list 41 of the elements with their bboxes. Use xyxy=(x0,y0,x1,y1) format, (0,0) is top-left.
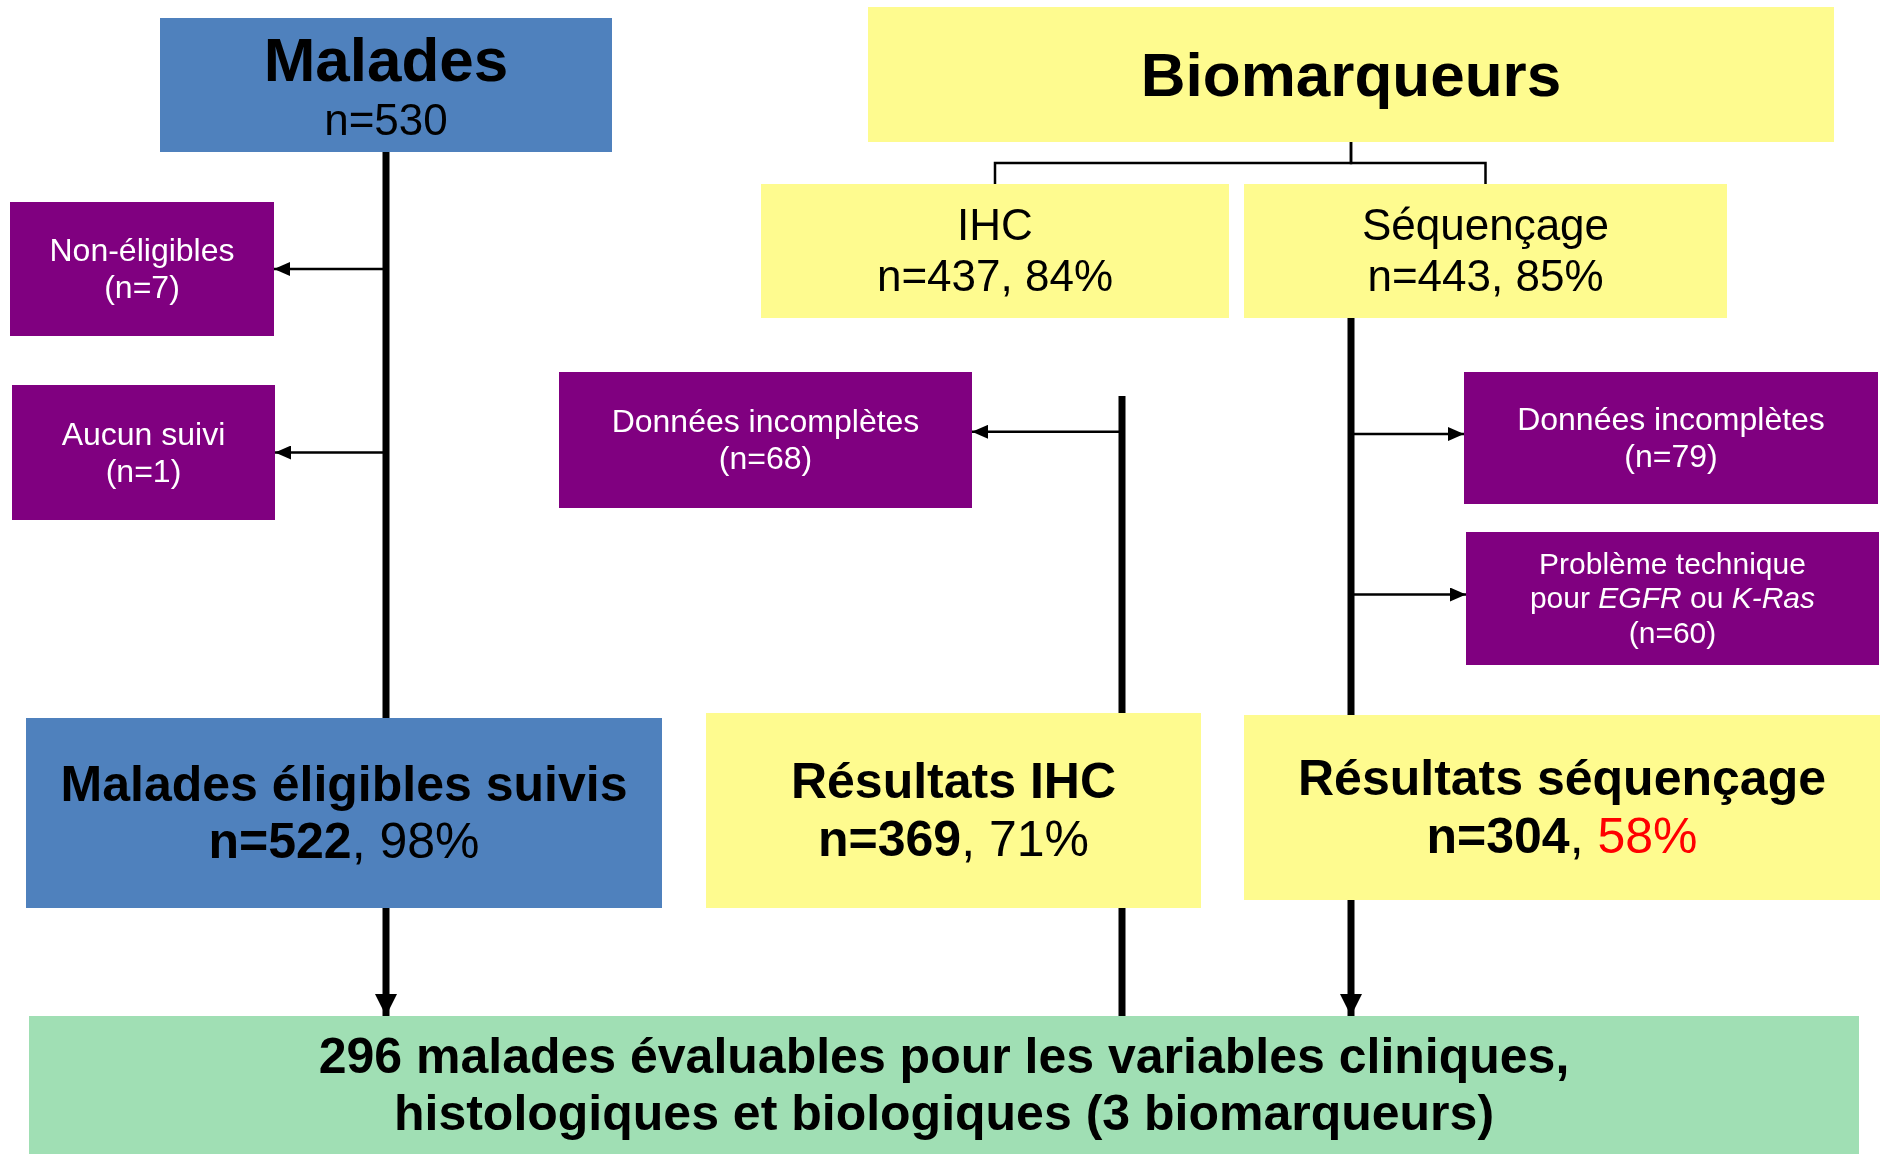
exclusion-box xyxy=(1466,532,1879,665)
arrow xyxy=(375,908,397,1016)
box-label: Non-éligibles (n=7) xyxy=(48,232,236,306)
exclusion-box xyxy=(559,372,972,508)
count-text: n=304, 58% xyxy=(1426,807,1698,865)
summary-box xyxy=(160,18,612,152)
connector-line xyxy=(382,152,390,718)
result-box xyxy=(1244,184,1727,318)
final-box xyxy=(29,1016,1859,1154)
count-text: n=522, 98% xyxy=(208,813,480,871)
box-label: Données incomplètes (n=68) xyxy=(610,403,921,477)
heading: Biomarqueurs xyxy=(1140,38,1562,111)
box-label: Données incomplètes (n=79) xyxy=(1516,401,1826,475)
count-text: n=443, 85% xyxy=(1367,251,1604,302)
box-label: Aucun suivi (n=1) xyxy=(60,415,227,490)
arrow xyxy=(972,424,1122,439)
summary-box xyxy=(26,718,662,908)
heading: IHC xyxy=(957,200,1033,251)
exclusion-box xyxy=(12,385,275,520)
box-label: 296 malades évaluables pour les variables cliniques, histologiques et biologiques (3 biomarqueurs) xyxy=(317,1027,1571,1143)
connector-line xyxy=(1349,142,1487,184)
count-text: n=369, 71% xyxy=(818,810,1089,868)
heading: Résultats IHC xyxy=(790,753,1117,811)
arrow xyxy=(275,152,388,460)
result-box xyxy=(1244,715,1880,900)
heading: Résultats séquençage xyxy=(1298,750,1826,808)
arrow xyxy=(1349,318,1466,602)
result-box xyxy=(706,713,1201,908)
exclusion-box xyxy=(1464,372,1878,504)
result-box xyxy=(761,184,1229,318)
arrow xyxy=(1340,900,1362,1016)
count-text: n=530 xyxy=(324,95,448,146)
result-box xyxy=(868,7,1834,142)
count-text: n=437, 84% xyxy=(876,251,1114,302)
connector-line xyxy=(1347,318,1355,715)
heading: Séquençage xyxy=(1361,200,1610,251)
heading: Malades éligibles suivis xyxy=(60,755,628,813)
exclusion-box xyxy=(10,202,274,336)
connector-line xyxy=(1118,908,1126,1016)
box-label: Problème technique pour EGFR ou K-Ras (n=60) xyxy=(1528,546,1817,651)
heading: Malades xyxy=(263,24,509,96)
